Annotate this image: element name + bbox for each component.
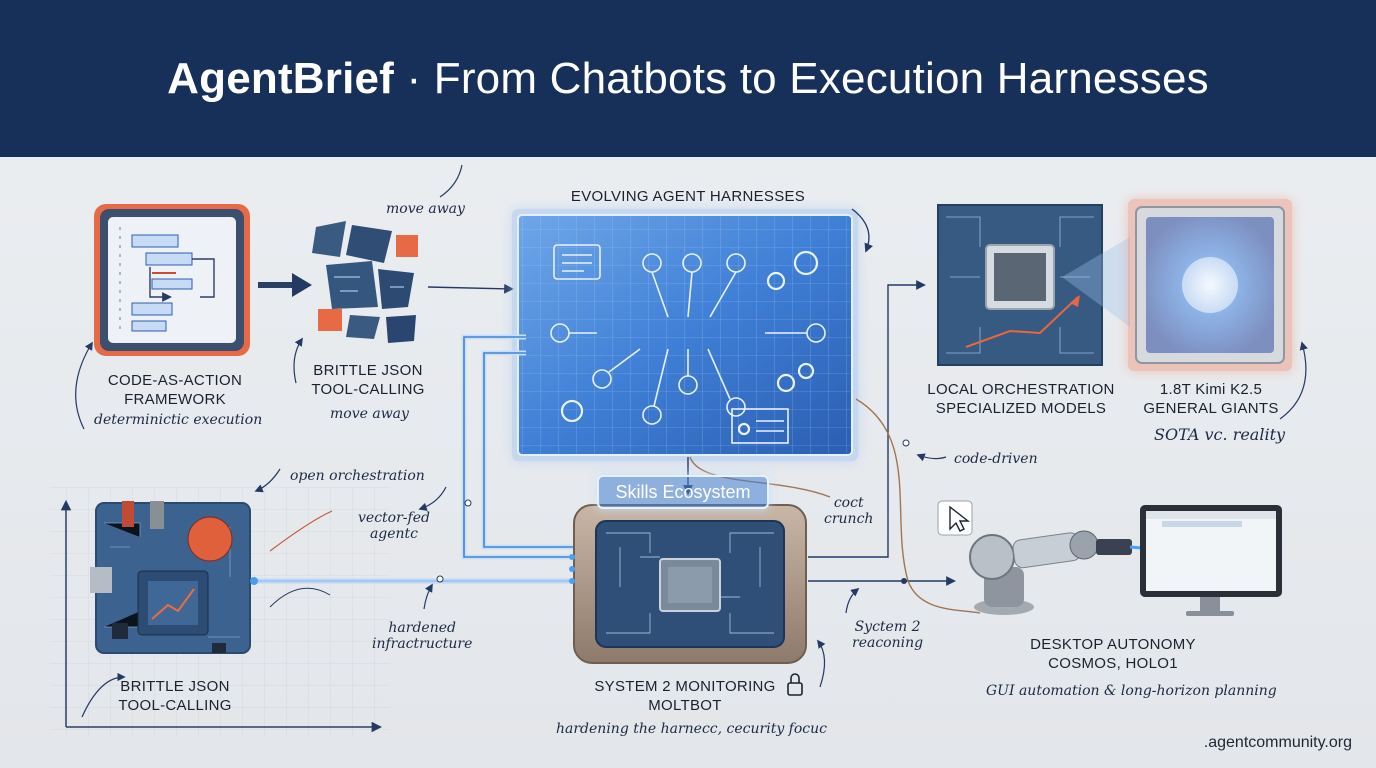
system2-line2: reaconing [852,635,924,651]
brittle-json-circuit-board [90,501,258,654]
general-giants-line2: GENERAL GIANTS [1143,400,1279,417]
cost-crunch-note: coct crunch [824,495,873,527]
code-as-action-window-icon [94,204,250,356]
hardened-infrastructure-note: hardened infractructure [372,620,472,652]
system2-title-line1: SYSTEM 2 MONITORING [594,678,776,695]
general-giants-line1: 1.8T Kimi K2.5 [1159,381,1263,398]
move-away-note-top: move away [386,201,465,217]
local-orchestration-chip [937,204,1130,366]
brittle-json-bottom-line2: TOOL-CALLING [118,697,232,714]
arrow-head-icon [292,273,312,297]
brittle-json-top-line2: TOOL-CALLING [311,381,425,398]
skills-ecosystem-panel [512,209,858,461]
local-orchestration-title: LOCAL ORCHESTRATION SPECIALIZED MODELS [916,380,1126,418]
gui-automation-note: GUI automation & long-horizon planning [986,683,1277,699]
footer-url[interactable]: .agentcommunity.org [1203,734,1352,751]
hardened-line1: hardened [388,620,456,636]
robot-arm-icon [969,530,1157,615]
code-as-action-line2: FRAMEWORK [124,391,226,408]
desktop-line2: COSMOS, HOLO1 [1048,655,1178,672]
title-subtitle: · From Chatbots to Execution Harnesses [394,53,1209,103]
vector-fed-line2: agentc [369,526,419,542]
lock-icon [787,673,803,696]
move-away-note: move away [330,406,409,422]
desktop-autonomy-title: DESKTOP AUTONOMY COSMOS, HOLO1 [1010,635,1216,673]
desktop-line1: DESKTOP AUTONOMY [1030,636,1196,653]
page-title: AgentBrief · From Chatbots to Execution … [167,54,1209,104]
title-brand: AgentBrief [167,53,395,103]
system2-monitoring-board [569,504,807,664]
cursor-icon [937,500,973,536]
center-heading: EVOLVING AGENT HARNESSES [570,188,806,205]
system2-reasoning-note: Syctem 2 reaconing [852,619,923,651]
diagram-graphics [50,164,1308,737]
brittle-json-bottom-line1: BRITTLE JSON [120,678,230,695]
brittle-json-top-line1: BRITTLE JSON [313,362,423,379]
general-giants-title: 1.8T Kimi K2.5 GENERAL GIANTS [1136,380,1286,418]
skills-ecosystem-chip: Skills Ecosystem [597,475,769,509]
system2-title-line2: MOLTBOT [648,697,722,714]
heading-pointer [851,208,873,253]
brittle-json-shattered-icon [312,221,418,343]
local-orchestration-line2: SPECIALIZED MODELS [935,400,1107,417]
hardening-harness-note: hardening the harnecc, cecurity focuc [556,721,827,737]
monitor-icon [1140,505,1282,616]
code-as-action-title: CODE-AS-ACTION FRAMEWORK [90,371,260,409]
arrow-to-center [427,283,514,294]
brittle-json-top-title: BRITTLE JSON TOOL-CALLING [296,361,440,399]
code-driven-note: code-driven [954,451,1038,467]
hardened-line2: infractructure [372,636,473,652]
vector-fed-note: vector-fed agentc [358,510,430,542]
system2-line1: Syctem 2 [854,619,921,635]
local-orchestration-line1: LOCAL ORCHESTRATION [927,381,1115,398]
cost-line1: coct [833,495,864,511]
brittle-json-bottom-title: BRITTLE JSON TOOL-CALLING [102,677,248,715]
vector-fed-line1: vector-fed [358,510,430,526]
deterministic-execution-note: determinictic execution [94,412,263,428]
header-banner: AgentBrief · From Chatbots to Execution … [0,0,1376,157]
diagram-canvas: EVOLVING AGENT HARNESSES Skills Ecosyste… [0,157,1376,768]
system2-title: SYSTEM 2 MONITORING MOLTBOT [580,677,790,715]
connection-lines [75,280,1308,718]
open-orchestration-note: open orchestration [290,468,425,484]
move-away-pointer [439,164,463,198]
cost-line2: crunch [824,511,874,527]
sota-vs-reality-note: SOTA vc. reality [1154,425,1286,444]
code-as-action-line1: CODE-AS-ACTION [107,372,243,389]
general-giants-chip [1128,199,1292,371]
